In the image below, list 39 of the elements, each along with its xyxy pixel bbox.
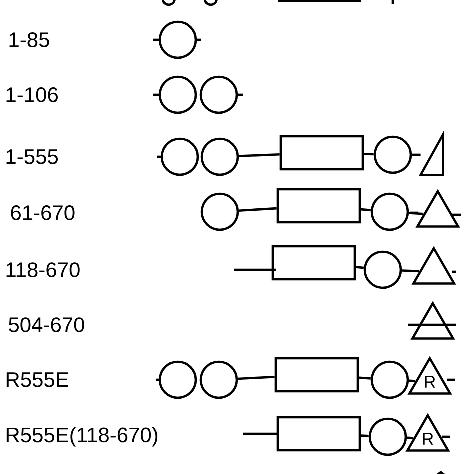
construct-label: 118-670 bbox=[6, 262, 80, 278]
construct-label: 504-670 bbox=[9, 318, 84, 332]
domain-circle bbox=[370, 360, 410, 400]
domain-circle bbox=[200, 192, 240, 232]
domain-circle bbox=[158, 20, 198, 60]
domain-box bbox=[274, 357, 360, 393]
linker-line bbox=[238, 376, 275, 380]
domain-box bbox=[280, 135, 364, 171]
domain-box bbox=[276, 188, 362, 224]
domain-circle bbox=[158, 360, 198, 400]
domain-circle bbox=[200, 76, 238, 114]
linker-line bbox=[359, 376, 371, 380]
domain-circle bbox=[158, 76, 198, 114]
domain-circle bbox=[370, 192, 410, 232]
linker-line bbox=[239, 154, 280, 158]
domain-box bbox=[276, 416, 362, 452]
linker-line bbox=[361, 208, 372, 212]
linker-line bbox=[409, 212, 424, 216]
construct-label: 1-555 bbox=[6, 150, 58, 164]
linker-line bbox=[409, 380, 416, 382]
linker-line bbox=[407, 436, 414, 440]
domain-circle bbox=[200, 360, 238, 400]
linker-line bbox=[412, 154, 421, 156]
construct-label: 1-106 bbox=[6, 88, 58, 102]
domain-circle bbox=[368, 418, 408, 456]
domain-circle bbox=[200, 138, 240, 176]
linker-line bbox=[239, 207, 277, 212]
domain-circle bbox=[364, 250, 402, 290]
linker-line bbox=[361, 434, 369, 438]
domain-box bbox=[272, 245, 356, 281]
linker-line bbox=[364, 153, 374, 156]
construct-label: R555E bbox=[6, 372, 68, 388]
domain-circle bbox=[374, 136, 412, 174]
linker-line bbox=[402, 270, 420, 273]
construct-label: 1-85 bbox=[10, 32, 50, 48]
linker-line bbox=[356, 266, 364, 270]
construct-label: R555E(118-670) bbox=[6, 427, 158, 447]
domain-circle bbox=[160, 138, 200, 176]
construct-label: 61-670 bbox=[11, 206, 75, 220]
